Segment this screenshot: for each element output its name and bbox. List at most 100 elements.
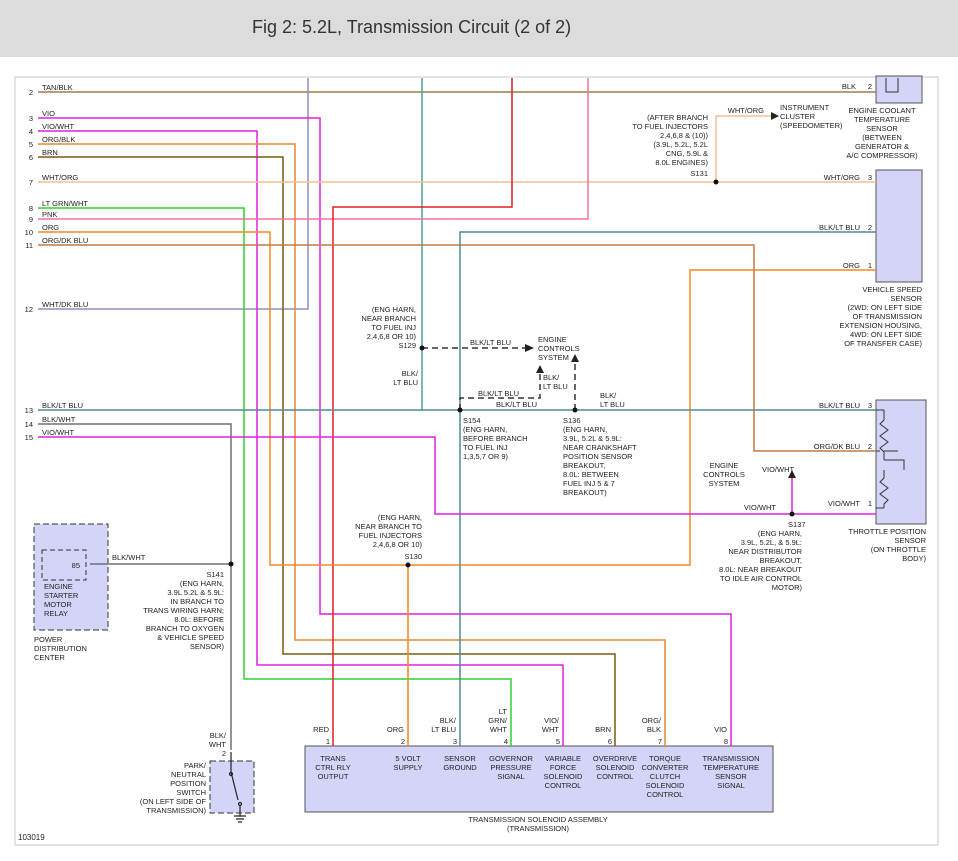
wire-label: ORG xyxy=(42,223,59,232)
s141-note: (ENG HARN, xyxy=(180,579,224,588)
pnp-wire-label: BLK/ xyxy=(210,731,227,740)
solenoid-pin-function: CONTROL xyxy=(597,772,634,781)
wire-label: VIO/WHT xyxy=(42,122,74,131)
solenoid-pin-wire: WHT xyxy=(542,725,559,734)
instrument-cluster-label: (SPEEDOMETER) xyxy=(780,121,843,130)
pnp-contact-top xyxy=(228,771,234,777)
s129-wire-label: BLK/LT BLU xyxy=(470,338,511,347)
ect-sensor-label: SENSOR xyxy=(866,124,898,133)
s130-note: FUEL INJECTORS xyxy=(359,531,422,540)
solenoid-pin-number: 3 xyxy=(453,737,457,746)
wire-label: VIO/WHT xyxy=(42,428,74,437)
s136-note: BREAKOUT, xyxy=(563,461,606,470)
pnp-switch-box xyxy=(209,760,255,814)
s129-note: NEAR BRANCH xyxy=(361,314,416,323)
wire-vio-wht xyxy=(38,130,564,746)
tps-pin-number: 1 xyxy=(868,499,872,508)
solenoid-pin-function: SENSOR xyxy=(715,772,747,781)
wire-label: TAN/BLK xyxy=(42,83,73,92)
solenoid-pin-function: VARIABLE xyxy=(545,754,581,763)
arrow-s136-ecs xyxy=(571,354,579,362)
relay-label: ENGINE xyxy=(44,582,73,591)
s136-note: 8.0L: BETWEEN xyxy=(563,470,619,479)
pnp-wire-label: WHT xyxy=(209,740,226,749)
wire-label: BRN xyxy=(42,148,58,157)
vss-pin-number: 1 xyxy=(868,261,872,270)
wire-number: 8 xyxy=(29,204,33,213)
wire-label: BLK/WHT xyxy=(42,415,76,424)
ect-sensor-label: (BETWEEN xyxy=(862,133,902,142)
splice-s154-dot xyxy=(457,407,463,413)
pnp-label: PARK/ xyxy=(184,761,207,770)
pdc-wire-label: BLK/WHT xyxy=(112,553,146,562)
solenoid-pin-function: SOLENOID xyxy=(596,763,635,772)
ect-pin: 2 xyxy=(868,82,872,91)
pdc-label: DISTRIBUTION xyxy=(34,644,87,653)
pnp-label: (ON LEFT SIDE OF xyxy=(140,797,207,806)
pdc-label: POWER xyxy=(34,635,63,644)
solenoid-pin-wire: LT BLU xyxy=(431,725,456,734)
wire-number: 12 xyxy=(25,305,33,314)
arrow-s129-ecs xyxy=(525,344,534,352)
solenoid-pin-wire: BLK xyxy=(647,725,661,734)
s131-note: (AFTER BRANCH xyxy=(647,113,708,122)
s141-note: BRANCH TO OXYGEN xyxy=(146,624,224,633)
s136-note: FUEL INJ 5 & 7 xyxy=(563,479,615,488)
s137-label: S137 xyxy=(788,520,806,529)
solenoid-pin-function: 5 VOLT xyxy=(395,754,421,763)
s154-note: (ENG HARN, xyxy=(463,425,507,434)
s137-note: TO IDLE AIR CONTROL xyxy=(720,574,802,583)
splice-s130-dot xyxy=(405,562,411,568)
pnp-switch-symbol xyxy=(230,752,246,823)
ect-sensor-bracket xyxy=(885,78,899,93)
s130-note: NEAR BRANCH TO xyxy=(355,522,422,531)
wire-vio xyxy=(38,117,732,746)
pnp-label: POSITION xyxy=(170,779,206,788)
s129-wire-label-lower: LT BLU xyxy=(393,378,418,387)
solenoid-pin-function: SENSOR xyxy=(444,754,476,763)
s141-note: 8.0L: BEFORE xyxy=(174,615,224,624)
splice-s131-dot xyxy=(713,179,719,185)
wire-org xyxy=(38,231,876,566)
tps-label: BODY) xyxy=(902,554,926,563)
tps-pin-wire: BLK/LT BLU xyxy=(819,401,860,410)
s129-note: (ENG HARN, xyxy=(372,305,416,314)
tps-resistor-symbol xyxy=(879,410,905,508)
wire-org-dk-blu xyxy=(38,244,876,452)
wire-number: 14 xyxy=(25,420,33,429)
s141-note: SENSOR) xyxy=(190,642,225,651)
solenoid-pin-function: CONVERTER xyxy=(642,763,690,772)
s130-note: 2,4,6,8 OR 10) xyxy=(373,540,423,549)
vss-label: 4WD: ON LEFT SIDE xyxy=(850,330,922,339)
solenoid-pin-function: SOLENOID xyxy=(646,781,685,790)
figure-number: 103019 xyxy=(18,833,45,842)
vss-label: OF TRANSMISSION xyxy=(853,312,922,321)
s141-note: & VEHICLE SPEED xyxy=(157,633,224,642)
s137-note: 8.0L: NEAR BREAKOUT xyxy=(719,565,802,574)
wire-number: 15 xyxy=(25,433,33,442)
vss-pin-number: 3 xyxy=(868,173,872,182)
s131-note: 8.0L ENGINES) xyxy=(655,158,708,167)
ect-sensor-label: GENERATOR & xyxy=(855,142,909,151)
relay-label: STARTER xyxy=(44,591,79,600)
tps-pin-wire: VIO/WHT xyxy=(828,499,860,508)
solenoid-pin-function: TRANS xyxy=(320,754,345,763)
s129-wire-label-lower: BLK/ xyxy=(402,369,419,378)
vss-label: (2WD: ON LEFT SIDE xyxy=(848,303,922,312)
s154-note: TO FUEL INJ xyxy=(463,443,508,452)
ect-wire-label: BLK xyxy=(842,82,856,91)
pdc-label: CENTER xyxy=(34,653,65,662)
solenoid-pin-function: FORCE xyxy=(550,763,576,772)
solenoid-pin-function: CONTROL xyxy=(647,790,684,799)
relay-label: RELAY xyxy=(44,609,68,618)
wire-label: PNK xyxy=(42,210,57,219)
ecs-top-label: SYSTEM xyxy=(538,353,569,362)
tps-label: THROTTLE POSITION xyxy=(848,527,926,536)
solenoid-assembly-label: (TRANSMISSION) xyxy=(507,824,570,833)
solenoid-pin-number: 7 xyxy=(658,737,662,746)
solenoid-pin-function: GROUND xyxy=(443,763,477,772)
s154-note: BEFORE BRANCH xyxy=(463,434,528,443)
relay-pin: 85 xyxy=(72,561,80,570)
ecs-top-label: CONTROLS xyxy=(538,344,580,353)
